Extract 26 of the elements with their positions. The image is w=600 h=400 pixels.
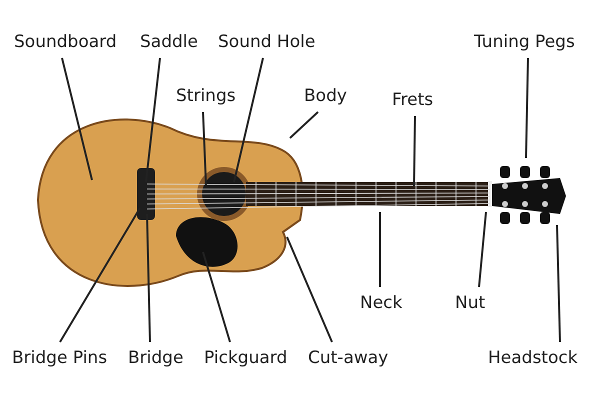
part-label: Sound Hole	[218, 32, 316, 52]
leader-line	[286, 236, 333, 342]
part-label: Cut-away	[308, 348, 388, 368]
part-label: Tuning Pegs	[474, 32, 575, 52]
part-label: Body	[304, 86, 347, 106]
leader-line	[556, 224, 561, 342]
leader-line	[202, 112, 207, 186]
leader-line	[478, 212, 487, 288]
leader-line	[413, 116, 416, 186]
part-label: Neck	[360, 293, 402, 313]
part-label: Strings	[176, 86, 236, 106]
leader-line	[289, 111, 319, 139]
guitar-drawing	[37, 118, 566, 287]
part-label: Saddle	[140, 32, 198, 52]
leader-line	[379, 212, 381, 287]
leader-line	[202, 252, 231, 342]
part-label: Nut	[455, 293, 486, 313]
part-label: Bridge Pins	[12, 348, 108, 368]
leader-line	[61, 58, 93, 180]
part-label: Soundboard	[14, 32, 117, 52]
leader-line	[525, 58, 529, 158]
part-label: Frets	[392, 90, 434, 110]
part-label: Pickguard	[204, 348, 288, 368]
part-label: Headstock	[488, 348, 578, 368]
leader-line	[233, 58, 264, 182]
part-label: Bridge	[128, 348, 184, 368]
